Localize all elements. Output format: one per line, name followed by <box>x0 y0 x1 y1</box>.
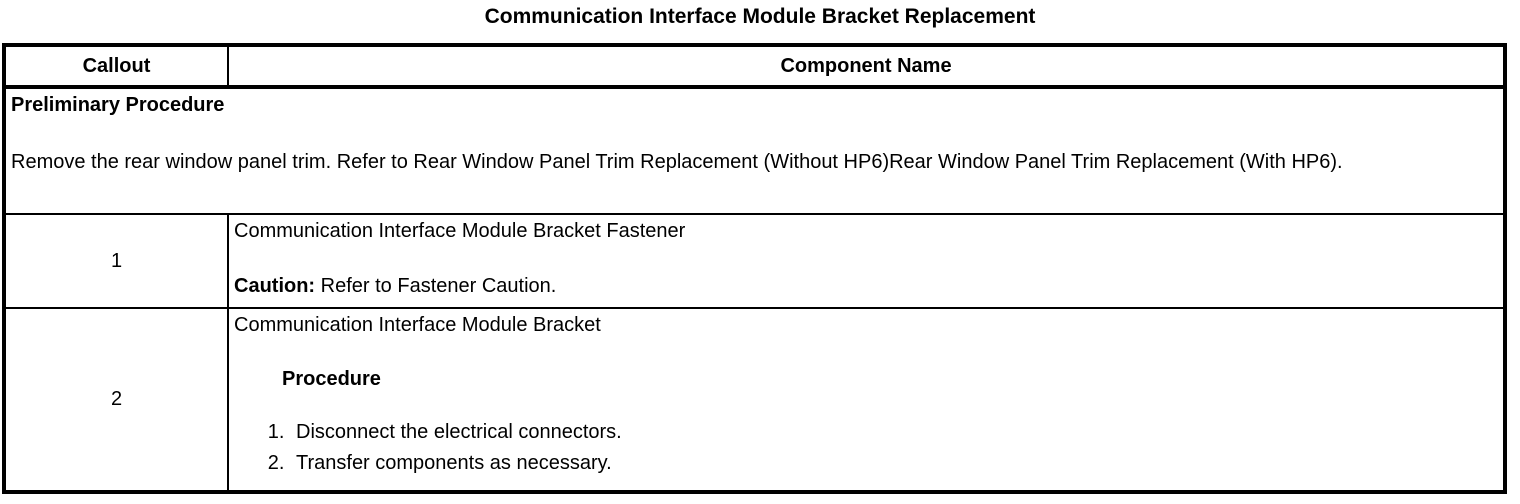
callout-number: 2 <box>2 307 229 493</box>
table-row: 2 Communication Interface Module Bracket… <box>2 307 1507 493</box>
procedure-step: Transfer components as necessary. <box>290 451 1495 476</box>
callout-component-table: Callout Component Name Preliminary Proce… <box>2 43 1507 494</box>
column-header-callout: Callout <box>2 43 229 89</box>
page-title: Communication Interface Module Bracket R… <box>484 5 1036 28</box>
component-cell: Communication Interface Module Bracket P… <box>227 307 1507 493</box>
column-header-component-name: Component Name <box>227 43 1507 89</box>
table-row: 1 Communication Interface Module Bracket… <box>2 213 1507 309</box>
component-name-text: Communication Interface Module Bracket <box>234 314 601 336</box>
caution-line: Caution: Refer to Fastener Caution. <box>234 274 1495 299</box>
preliminary-procedure-text: Remove the rear window panel trim. Refer… <box>11 151 1343 173</box>
caution-label: Caution: <box>234 275 316 297</box>
table-header-row: Callout Component Name <box>2 43 1507 89</box>
procedure-step: Disconnect the electrical connectors. <box>290 420 1495 445</box>
component-cell: Communication Interface Module Bracket F… <box>227 213 1507 309</box>
preliminary-procedure-cell: Preliminary Procedure Remove the rear wi… <box>2 86 1507 215</box>
preliminary-procedure-row: Preliminary Procedure Remove the rear wi… <box>2 86 1507 215</box>
procedure-steps-list: Disconnect the electrical connectors. Tr… <box>234 420 1495 476</box>
preliminary-procedure-heading: Preliminary Procedure <box>11 94 225 116</box>
callout-number: 1 <box>2 213 229 309</box>
component-name-text: Communication Interface Module Bracket F… <box>234 220 686 242</box>
caution-text: Refer to Fastener Caution. <box>315 275 557 297</box>
procedure-heading: Procedure <box>282 368 381 390</box>
